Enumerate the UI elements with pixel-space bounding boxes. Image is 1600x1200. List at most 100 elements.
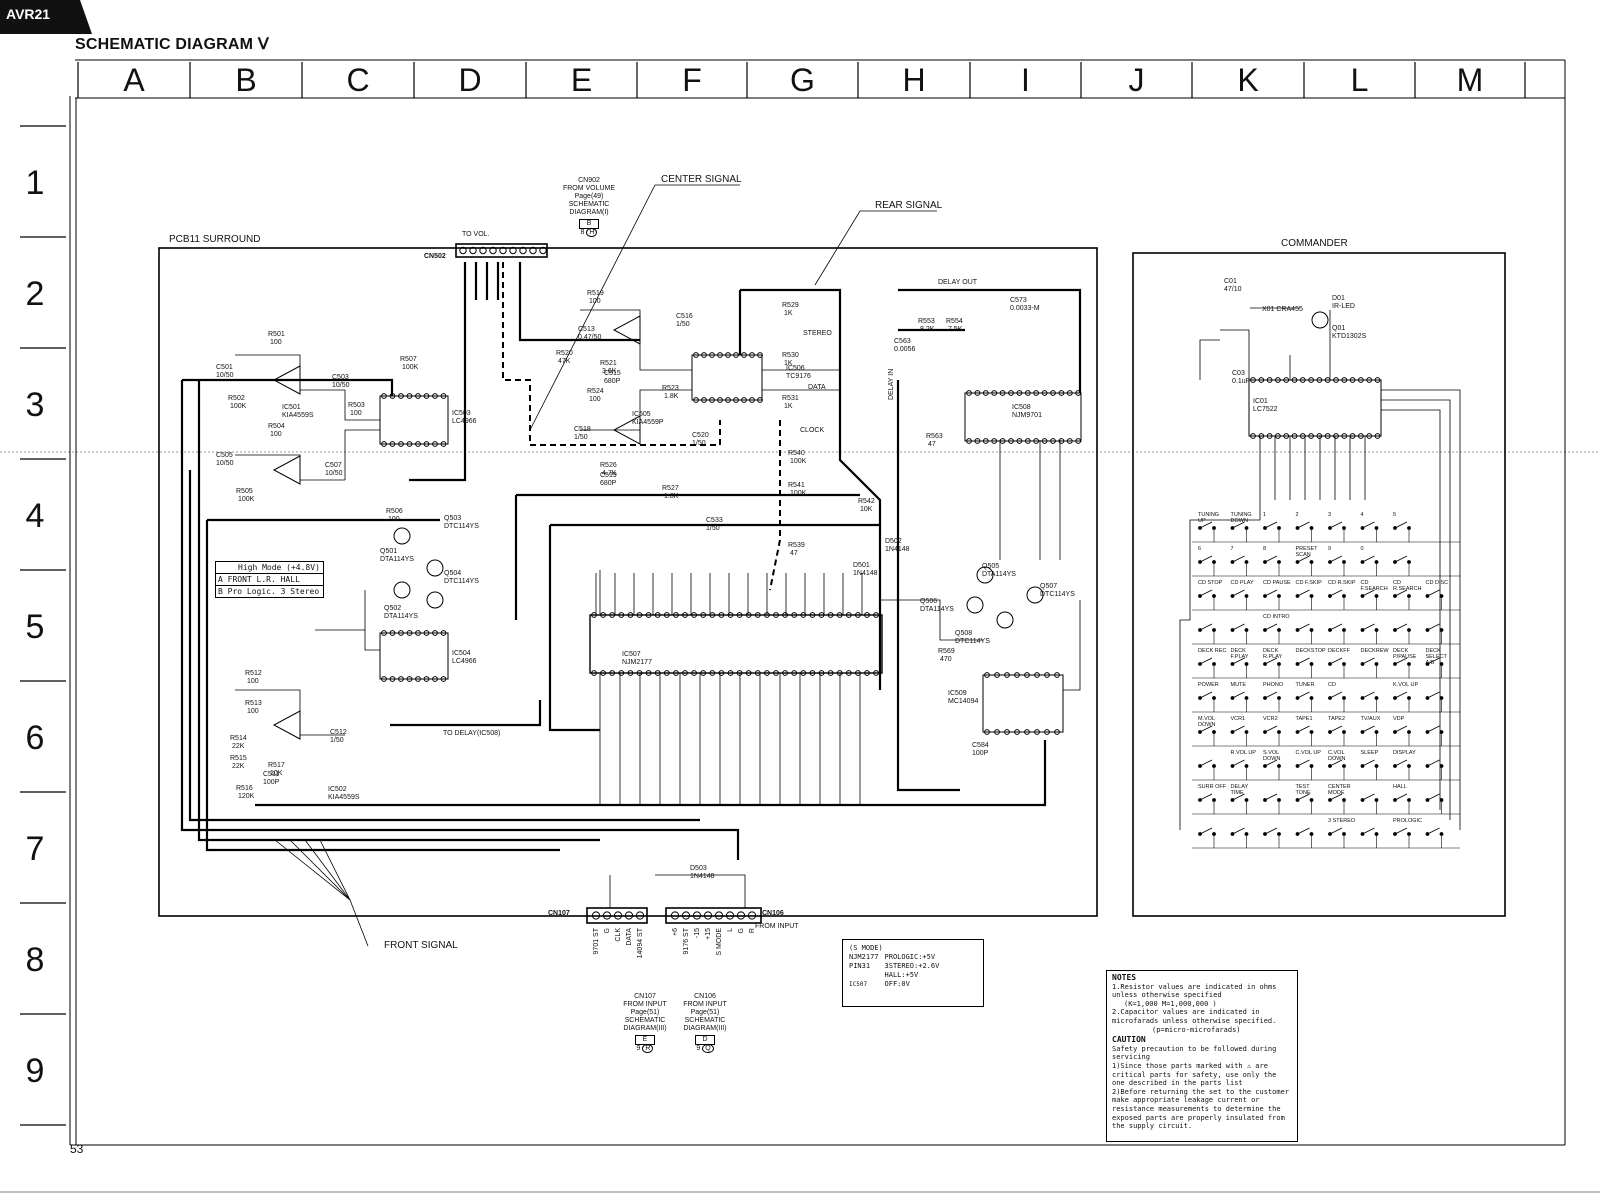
c507-ref: C507 — [325, 462, 342, 469]
c573-ref: C573 — [1010, 297, 1027, 304]
r514-ref: R514 — [230, 735, 247, 742]
r529-ref: R529 — [782, 302, 799, 309]
r513-ref: R513 — [245, 700, 262, 707]
c518-value: 1/50 — [574, 434, 588, 441]
q503-ref: Q503 — [444, 515, 462, 522]
model-tag-shape — [0, 0, 92, 34]
c503-ref: C503 — [332, 374, 349, 381]
key-tuning-up: TUNING UP — [1198, 512, 1220, 524]
r519-ref: R519 — [587, 290, 604, 297]
q507-part: DTC114YS — [1040, 591, 1075, 598]
key-tape2: TAPE2 — [1328, 716, 1346, 722]
model-tag-text: AVR21 — [6, 6, 51, 22]
r512-ref: R512 — [245, 670, 262, 677]
r515-ref: R515 — [230, 755, 247, 762]
c501-ref: C501 — [216, 364, 233, 371]
key-deckstop: DECKSTOP — [1295, 648, 1326, 654]
q504-part: DTC114YS — [444, 578, 479, 585]
c520-ref: C520 — [692, 432, 709, 439]
cn106-pin-8: R — [749, 928, 756, 934]
key-cd-f-skip: CD F.SKIP — [1295, 580, 1322, 586]
notes-box: NOTES 1.Resistor values are indicated in… — [1106, 970, 1298, 1142]
row-ticks — [20, 125, 66, 1126]
cn107-box — [586, 907, 648, 924]
c563-value: 0.0056 — [894, 346, 916, 353]
r516-value: 120K — [238, 793, 255, 800]
q504-ref: Q504 — [444, 570, 462, 577]
grid-row-4: 4 — [25, 497, 45, 535]
r501-ref: R501 — [268, 331, 285, 338]
key-deck-p-pause: DECK P/PAUSE — [1393, 648, 1417, 660]
c519-value: 680P — [600, 480, 617, 487]
ic502-part: KIA4559S — [328, 794, 360, 801]
c515-ref: C515 — [604, 370, 621, 377]
cn107-pin-5: 14094 ST — [637, 928, 644, 959]
r519-value: 100 — [589, 298, 601, 305]
c563-ref: C563 — [894, 338, 911, 345]
q507-ref: Q507 — [1040, 583, 1058, 590]
d502-ref: D502 — [885, 538, 902, 545]
key-deck-rec: DECK REC — [1198, 648, 1227, 654]
cn106-pin-7: G — [738, 928, 745, 934]
c519-ref: C519 — [600, 472, 617, 479]
key-prologic: PROLOGIC — [1393, 818, 1423, 824]
r523-ref: R523 — [662, 385, 679, 392]
ic506-ref: IC506 — [786, 365, 805, 372]
grid-column-g: G — [790, 61, 815, 98]
r517-ref: R517 — [268, 762, 285, 769]
r541-ref: R541 — [788, 482, 805, 489]
grid-column-k: K — [1237, 61, 1259, 98]
r512-value: 100 — [247, 678, 259, 685]
r526-ref: R526 — [600, 462, 617, 469]
key-deckrew: DECKREW — [1360, 648, 1389, 654]
r507-value: 100K — [402, 364, 419, 371]
ic509-body — [982, 674, 1064, 733]
commander-outline — [1132, 252, 1506, 917]
key-3: 3 — [1328, 512, 1332, 518]
ic509-part: MC14094 — [948, 698, 979, 705]
cn106-pin-2: 9176 ST — [683, 928, 690, 955]
c512-ref: C512 — [330, 729, 347, 736]
cn106-box — [665, 907, 762, 924]
r540-ref: R540 — [788, 450, 805, 457]
key-cd-r-skip: CD R.SKIP — [1328, 580, 1356, 586]
r521-ref: R521 — [600, 360, 617, 367]
d501-ref: D501 — [853, 562, 870, 569]
r526-value: 4.7K — [602, 470, 617, 477]
key-6: 6 — [1198, 546, 1202, 552]
c584-value: 100P — [972, 750, 989, 757]
key-phono: PHONO — [1263, 682, 1284, 688]
ic01-body — [1248, 379, 1382, 437]
r541-value: 100K — [790, 490, 807, 497]
cn107-pin-2: G — [604, 928, 611, 934]
grid-row-6: 6 — [25, 719, 45, 757]
d501-part: 1N4148 — [853, 570, 878, 577]
r523-value: 1.8K — [664, 393, 679, 400]
c515-value: 680P — [604, 378, 621, 385]
cn106-pin-4: +15 — [705, 928, 712, 940]
c513-value: 0.47/50 — [578, 334, 602, 341]
c533-ref: C533 — [706, 517, 723, 524]
key-cd-play: CD PLAY — [1230, 580, 1254, 586]
ic506-part: TC9176 — [786, 373, 811, 380]
q508-ref: Q508 — [955, 630, 973, 637]
ic508-part: NJM9701 — [1012, 412, 1042, 419]
r503-value: 100 — [350, 410, 362, 417]
key-surr-off: SURR OFF — [1198, 784, 1227, 790]
c513-ref: C513 — [578, 326, 595, 333]
r524-ref: R524 — [587, 388, 604, 395]
key-sleep: SLEEP — [1360, 750, 1379, 756]
c516-ref: C516 — [676, 313, 693, 320]
q01-part: KTD1302S — [1332, 333, 1367, 340]
key-power: POWER — [1198, 682, 1219, 688]
c01-value: 47/10 — [1224, 286, 1242, 293]
ic506-body — [691, 354, 763, 401]
key-hall: HALL — [1393, 784, 1407, 790]
cn107-pin-1: 9701 ST — [593, 928, 600, 955]
c507-value: 10/50 — [325, 470, 343, 477]
key-r-vol-up: R.VOL UP — [1230, 750, 1256, 756]
key-deck-select-a-b: DECK SELECT A/B — [1425, 648, 1447, 666]
r553-ref: R553 — [918, 318, 935, 325]
q505-part: DTA114YS — [982, 571, 1016, 578]
